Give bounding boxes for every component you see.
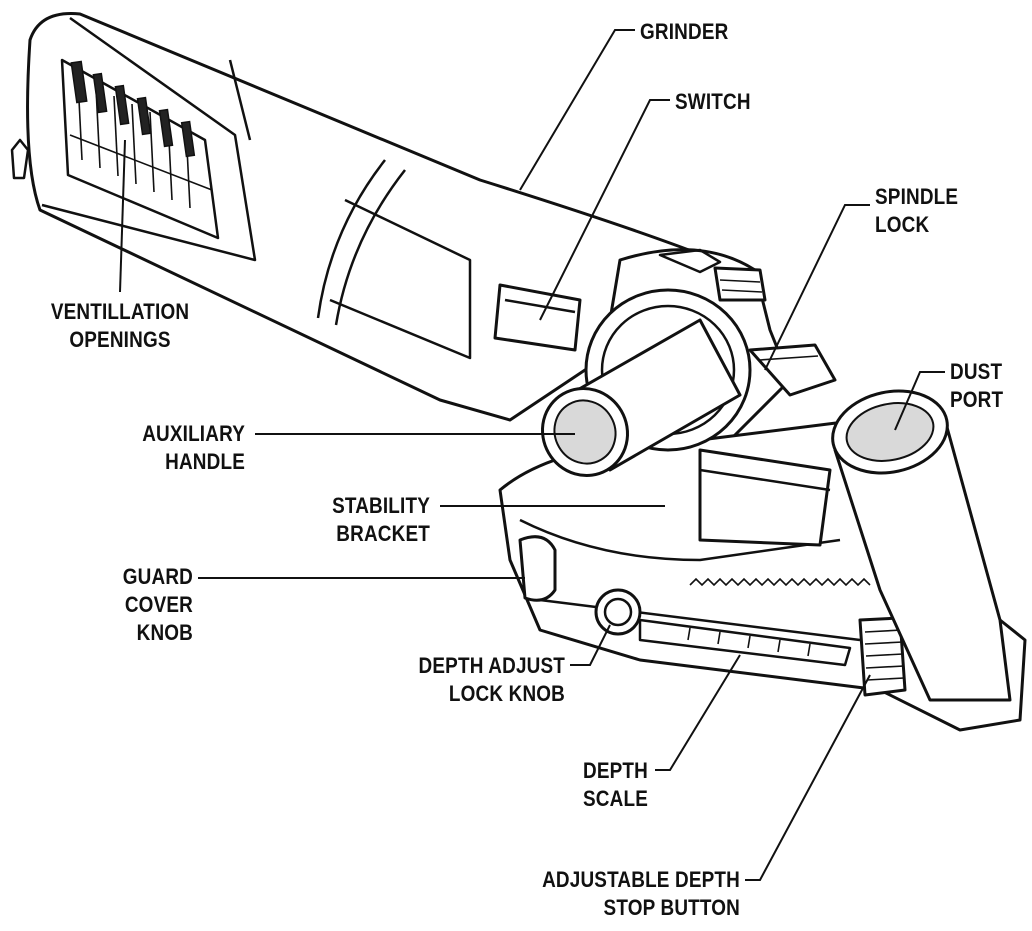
- leader-lines: [119, 29, 945, 881]
- ventilation-grille: [60, 58, 220, 240]
- leader-depth-scale: [655, 654, 741, 771]
- auxiliary-handle-part: [540, 288, 752, 478]
- dust-port-part: [831, 389, 1012, 702]
- leader-spindle-lock: [764, 204, 870, 371]
- leader-switch: [539, 99, 670, 321]
- leader-dust-port: [894, 371, 945, 431]
- leader-grinder: [519, 29, 635, 191]
- leader-depth-adjust: [570, 624, 611, 666]
- leader-ventillation: [119, 139, 126, 293]
- label-grinder: GRINDER: [640, 19, 729, 44]
- label-switch: SWITCH: [675, 89, 751, 114]
- leader-depth-stop: [745, 674, 871, 881]
